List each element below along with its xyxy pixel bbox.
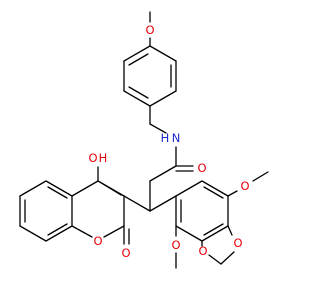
amide-o: O [197, 161, 206, 175]
bond [149, 195, 177, 212]
bond [208, 254, 222, 265]
bond-layer [19, 11, 269, 269]
bond [227, 190, 238, 197]
bond [201, 180, 229, 197]
bond [19, 180, 47, 197]
bond [19, 225, 47, 242]
ring-o: O [93, 234, 102, 248]
bond [123, 195, 151, 212]
bond [220, 251, 235, 265]
bond [149, 123, 167, 134]
methoxy-o-top: O [145, 23, 154, 37]
bond [149, 165, 177, 182]
bond [71, 180, 99, 197]
amide-h: H [161, 131, 170, 145]
molecule-structure: O N H O O H O O O O O O [19, 11, 269, 269]
dioxole-o-lower: O [233, 236, 242, 250]
bond [47, 223, 68, 236]
hydroxyl-h: H [99, 151, 108, 165]
bond [45, 225, 73, 242]
bond [47, 186, 68, 199]
dioxole-o-upper: O [198, 244, 207, 258]
methoxy-o-bottom: O [171, 238, 180, 252]
bond [252, 171, 269, 182]
bond [71, 225, 93, 238]
hydroxyl-o: O [88, 151, 97, 165]
bond [203, 223, 224, 236]
carbonyl-o: O [121, 246, 130, 260]
bond [123, 45, 151, 62]
bond [149, 90, 177, 107]
methoxy-o-right: O [240, 179, 249, 193]
bond [102, 183, 122, 196]
amide-n: N [172, 131, 181, 145]
bond [175, 180, 203, 197]
bond [103, 225, 125, 238]
bond [175, 225, 203, 242]
bond [123, 90, 151, 107]
bond [203, 186, 224, 199]
bond [128, 53, 149, 66]
bond [227, 225, 233, 236]
atom-label-layer: O N H O O H O O O O O O [88, 23, 249, 260]
bond [149, 45, 177, 62]
bond [128, 86, 149, 99]
bond [201, 225, 229, 242]
bond [45, 180, 73, 197]
